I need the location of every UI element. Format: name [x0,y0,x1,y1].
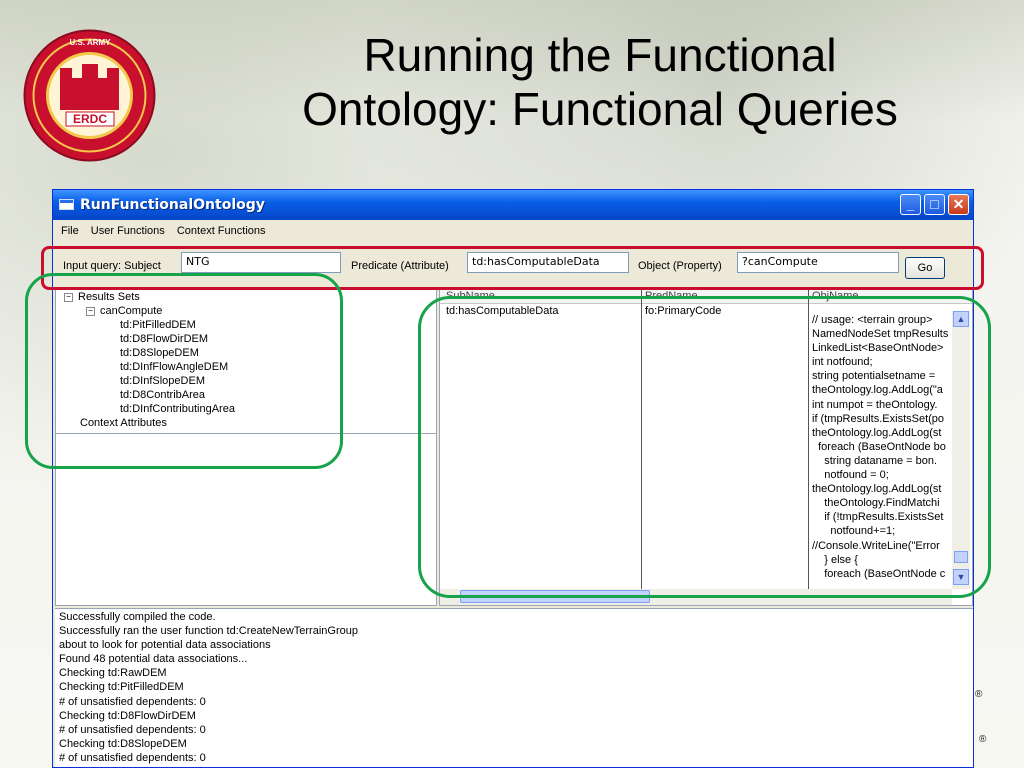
slide-title-line-1: Running the Functional [363,29,837,81]
registered-mark: ® [979,734,987,745]
tree-item[interactable]: td:DInfSlopeDEM [120,375,205,387]
grid-header-predname[interactable]: PredName [645,290,698,302]
log-line: # of unsatisfied dependents: 0 [59,751,206,764]
menu-file[interactable]: File [61,225,79,237]
code-line: theOntology.log.AddLog(st [812,483,942,496]
log-line: Successfully ran the user function td:Cr… [59,625,358,638]
grid-horizontal-scrollbar[interactable] [440,589,952,605]
tree-root-results-sets[interactable]: −Results Sets [64,291,140,303]
log-line: Successfully compiled the code. [59,611,216,623]
results-tree: −Results Sets −canCompute td:PitFilledDE… [55,288,437,606]
window-icon [59,199,74,210]
tree-item[interactable]: td:DInfContributingArea [120,403,235,415]
code-line: theOntology.FindMatchi [812,497,940,510]
grid-column-divider [641,289,642,589]
code-vertical-scrollbar[interactable]: ▲ ▼ [952,311,970,589]
tree-item[interactable]: td:D8FlowDirDEM [120,333,209,345]
code-line: NamedNodeSet tmpResults [812,328,949,341]
code-line: notfound = 0; [812,469,889,482]
scroll-up-icon[interactable]: ▲ [953,311,969,327]
slide-title-line-2: Ontology: Functional Queries [302,83,898,135]
tree-item-context-attributes[interactable]: Context Attributes [80,417,167,429]
maximize-button[interactable]: □ [924,194,945,215]
grid-header-row [440,289,972,304]
code-line: int numpot = theOntology. [812,398,938,411]
code-line: // usage: <terrain group> [812,314,933,326]
registered-mark: ® [975,689,983,700]
output-log[interactable]: Successfully compiled the code. Successf… [55,608,973,767]
code-line: foreach (BaseOntNode bo [812,440,946,453]
tree-item[interactable]: td:PitFilledDEM [120,319,196,331]
code-line: notfound+=1; [812,525,896,538]
tree-divider [56,433,436,434]
logo-center-text: ERDC [73,112,107,126]
window-title: RunFunctionalOntology [80,197,265,213]
log-line: # of unsatisfied dependents: 0 [59,695,206,708]
code-line: theOntology.log.AddLog("a [812,384,943,397]
code-line: if (!tmpResults.ExistsSet [812,511,944,524]
log-line: Checking td:D8SlopeDEM [59,737,187,750]
code-line: if (tmpResults.ExistsSet(po [812,412,945,425]
tree-group-cancompute[interactable]: −canCompute [86,305,162,317]
tree-group-label: canCompute [100,305,163,317]
grid-header-objname[interactable]: ObjName [812,290,859,302]
tree-item[interactable]: td:D8ContribArea [120,389,205,401]
grid-cell-predname[interactable]: fo:PrimaryCode [645,305,722,317]
erdc-logo: ERDC U.S. ARMY [23,29,156,162]
logo-top-text: U.S. ARMY [69,38,111,47]
code-line: string potentialsetname = [812,370,939,383]
log-line: about to look for potential data associa… [59,639,271,652]
code-line: int notfound; [812,356,873,369]
tree-root-label: Results Sets [78,291,140,303]
collapse-icon[interactable]: − [86,307,95,316]
code-line: LinkedList<BaseOntNode> [812,342,944,355]
code-line: theOntology.log.AddLog(st [812,426,942,439]
grid-cell-subname[interactable]: td:hasComputableData [446,305,559,317]
grid-header-subname[interactable]: SubName [446,290,495,302]
scroll-thumb[interactable] [954,551,968,563]
grid-cell-objname-code[interactable]: // usage: <terrain group> NamedNodeSet t… [812,313,952,589]
hscroll-thumb[interactable] [460,590,650,603]
log-line: Found 48 potential data associations... [59,653,248,666]
code-line: //Console.WriteLine("Error [812,539,940,552]
minimize-button[interactable]: _ [900,194,921,215]
log-line: Checking td:PitFilledDEM [59,681,184,694]
run-functional-ontology-window: RunFunctionalOntology _ □ ✕ File User Fu… [52,189,974,768]
menu-context-functions[interactable]: Context Functions [176,225,266,237]
code-line: } else { [812,553,858,566]
object-input[interactable]: ?canCompute [737,252,899,273]
log-line: Checking td:RawDEM [59,667,167,680]
predicate-input[interactable]: td:hasComputableData [467,252,629,273]
scroll-down-icon[interactable]: ▼ [953,569,969,585]
menu-bar: File User Functions Context Functions [53,220,973,242]
window-titlebar[interactable]: RunFunctionalOntology _ □ ✕ [53,190,973,220]
predicate-label: Predicate (Attribute) [351,260,449,272]
subject-label: Input query: Subject [63,260,161,272]
close-button[interactable]: ✕ [948,194,969,215]
results-grid: SubName PredName ObjName td:hasComputabl… [439,288,973,606]
log-line: # of unsatisfied dependents: 0 [59,723,206,736]
object-label: Object (Property) [638,260,722,272]
code-line: string dataname = bon. [812,454,938,467]
tree-item[interactable]: td:DInfFlowAngleDEM [120,361,229,373]
tree-item[interactable]: td:D8SlopeDEM [120,347,199,359]
go-button[interactable]: Go [905,257,945,279]
grid-column-divider [808,289,809,589]
subject-input[interactable]: NTG [181,252,341,273]
code-line: foreach (BaseOntNode c [812,567,946,580]
collapse-icon[interactable]: − [64,293,73,302]
slide-title: Running the Functional Ontology: Functio… [200,28,1000,136]
menu-user-functions[interactable]: User Functions [90,225,165,237]
log-line: Checking td:D8FlowDirDEM [59,709,196,722]
query-row: Input query: Subject NTG Predicate (Attr… [53,246,973,284]
